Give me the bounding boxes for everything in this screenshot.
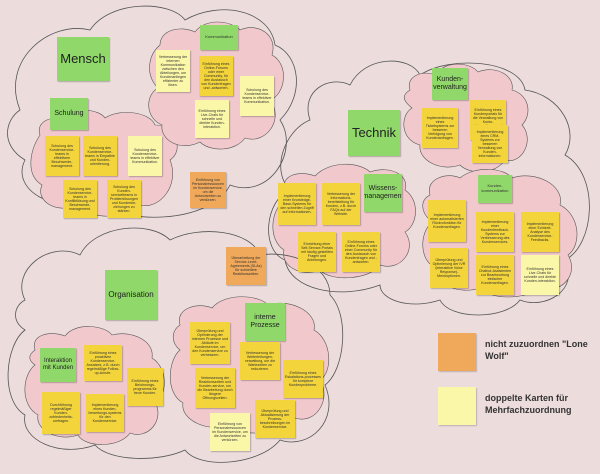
legend-swatch-lone-wolf: [438, 333, 476, 371]
card-prozesse-2: Verbesserung der Reaktionszeiten und Kun…: [195, 368, 235, 408]
card-schulung-5: Schulung des Kunden-servicetteams in Pro…: [107, 180, 141, 218]
group-title-interaktion-mit-kunden: Interaktion mit Kunden: [40, 348, 76, 382]
card-kundenkommunikation-1: Implementierung einer automatisierten Rü…: [428, 200, 466, 242]
card-kommunikation-3: Schulung des Kundenservice-teams in effe…: [240, 76, 274, 116]
group-title-kommunikation: Kommunikation: [200, 25, 238, 50]
card-interaktion-2: Durchführung regelmäßiger Kunden-zufried…: [42, 392, 80, 434]
group-title-kundenkommunikation: Kunden-kommunikation: [478, 175, 512, 203]
card-wissensmanagement-4: Einführung eines Online-Forums oder eine…: [342, 232, 380, 272]
lone-wolf-card-mensch: Einführung von Personalressourcen im Kun…: [190, 172, 226, 208]
card-schulung-2: Schulung des Kundenservice-teams in Empa…: [83, 136, 117, 176]
card-kommunikation-1: Verbesserung der internen Kommunikation …: [156, 50, 190, 92]
group-title-wissensmanagement: Wissens-management: [364, 174, 402, 212]
card-interaktion-1: Einführung eines proaktiven Kundenservic…: [84, 345, 122, 381]
cluster-title-technik: Technik: [348, 110, 400, 156]
card-kundenkommunikation-4: Überprüfung und Optimierung der IVR (int…: [430, 248, 468, 288]
card-schulung-3: Schulung des Kundenservice-teams in effe…: [128, 136, 162, 176]
card-schulung-1: Schulung des Kundenservice-teams in effe…: [45, 136, 79, 176]
cluster-title-mensch: Mensch: [57, 37, 109, 81]
card-wissensmanagement-3: Einrichtung einer Self-Service-Portals m…: [298, 232, 336, 272]
outer-cloud-organisation: [7, 227, 344, 463]
group-title-kundenverwaltung: Kunden-verwaltung: [432, 68, 468, 100]
card-kundenkommunikation-6: Einführung eines Live-Chats für schnelle…: [521, 255, 559, 295]
lone-wolf-card-technik: Überarbeitung der Service-Level-Agreemen…: [226, 247, 266, 285]
card-kommunikation-4: Einführung eines Live-Chats für schnelle…: [195, 100, 229, 138]
card-kommunikation-2: Einführung eines Online-Forums oder eine…: [199, 56, 233, 96]
card-prozesse-6: Überprüfung und Aktualisierung der Proze…: [255, 400, 295, 438]
group-title-schulung: Schulung: [50, 98, 88, 130]
card-wissensmanagement-2: Verbesserung der Informations-bereitstel…: [322, 183, 360, 225]
card-kundenverwaltung-3: Implementierung eines CRM-Systems zur be…: [472, 125, 508, 163]
card-interaktion-4: Implementierung eines Kunden-bewertungs-…: [86, 394, 124, 432]
card-interaktion-3: Einführung eines Belohnungs-programms fü…: [127, 368, 163, 406]
card-kundenkommunikation-2: Implementierung einer Kundenfeedback-Sys…: [476, 212, 514, 252]
legend-swatch-duplicate: [438, 387, 476, 425]
cluster-title-organisation: Organisation: [105, 270, 157, 320]
card-prozesse-4: Verbesserung der Weiterleitungen-verwalt…: [240, 342, 280, 380]
legend-label-lone-wolf: nicht zuzuordnen "Lone Wolf": [485, 339, 588, 362]
card-kundenkommunikation-3: Implementierung einer Echtzeit-Analyse d…: [521, 212, 559, 252]
card-kundenverwaltung-1: Implementierung eines Ticketsystems zur …: [422, 108, 458, 148]
legend-label-duplicate: doppelte Karten für Mehrfachzuordnung: [485, 393, 572, 416]
card-schulung-4: Schulung des Kundenservice-teams in Konf…: [63, 180, 97, 218]
card-prozesse-3: Einführung von Personalressourcen im Kun…: [210, 413, 250, 451]
card-wissensmanagement-1: Implementierung einer Knowledge-Base-Sys…: [278, 183, 316, 225]
card-kundenkommunikation-5: Einführung eines Chatbot-Assistenten zur…: [476, 255, 514, 295]
card-prozesse-1: Überprüfung und Optimierung der internen…: [190, 322, 230, 364]
card-prozesse-5: Einführung eines Eskalations-prozesses f…: [283, 360, 323, 398]
group-title-interne-prozesse: interne Prozesse: [245, 303, 285, 341]
